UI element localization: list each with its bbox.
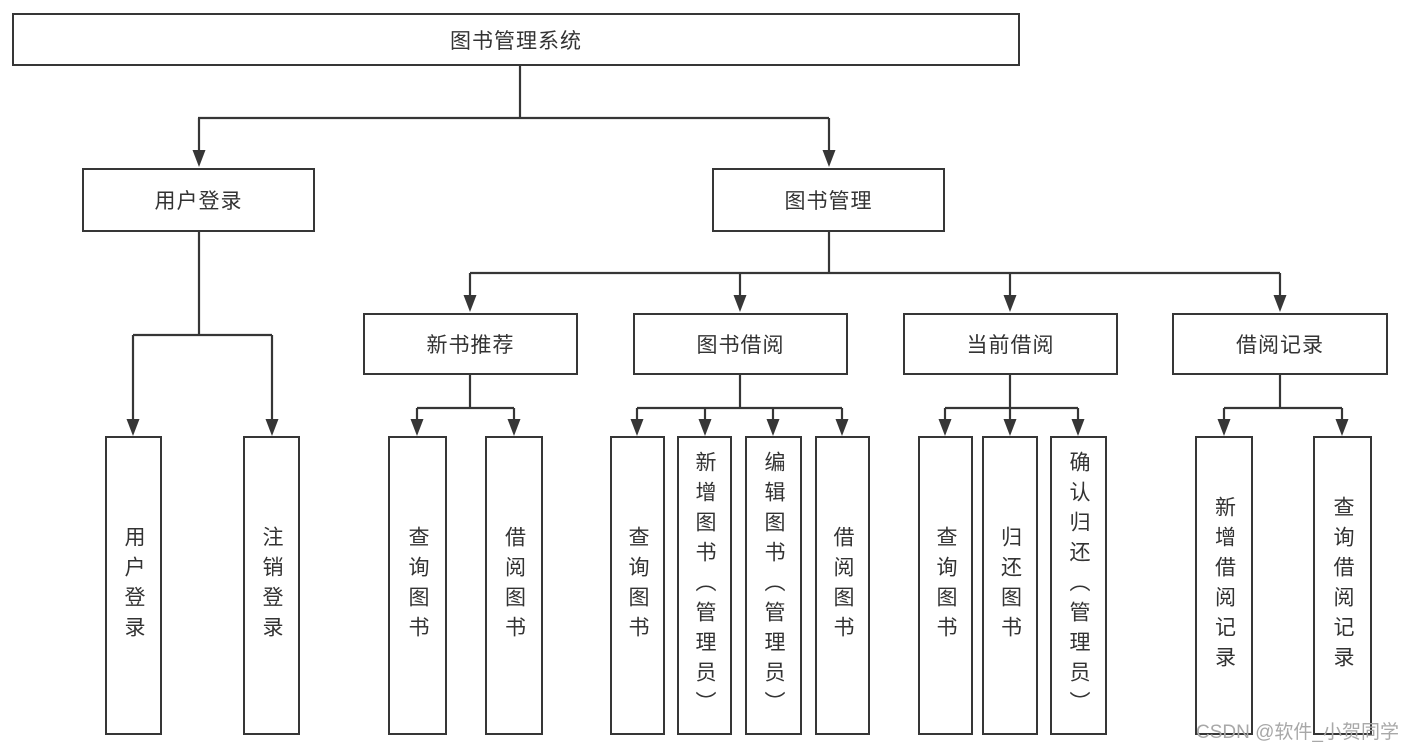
node-label: 归还图书 <box>998 525 1022 646</box>
node-leaf-confirm-return-admin: 确认归还（管理员） <box>1050 436 1107 735</box>
node-label: 当前借阅 <box>966 334 1055 357</box>
node-label: 图书借阅 <box>696 334 785 357</box>
node-label: 新书推荐 <box>426 334 515 357</box>
node-book-management: 图书管理 <box>712 168 945 232</box>
node-leaf-edit-book-admin: 编辑图书（管理员） <box>745 436 802 735</box>
node-new-book-recommend: 新书推荐 <box>363 313 578 375</box>
node-label: 注销登录 <box>260 525 283 646</box>
node-label: 借阅记录 <box>1236 334 1324 357</box>
node-leaf-return-book: 归还图书 <box>982 436 1038 735</box>
node-label: 查询图书 <box>406 525 429 646</box>
node-label: 查询借阅记录 <box>1331 495 1354 676</box>
node-borrow-records: 借阅记录 <box>1172 313 1388 375</box>
node-label: 查询图书 <box>626 525 649 646</box>
node-label: 编辑图书（管理员） <box>762 450 785 721</box>
csdn-watermark: CSDN @软件_小贺同学 <box>1196 722 1399 743</box>
node-label: 图书管理系统 <box>450 29 582 53</box>
node-leaf-query-borrow-record: 查询借阅记录 <box>1313 436 1372 735</box>
node-user-login: 用户登录 <box>82 168 315 232</box>
node-label: 用户登录 <box>122 525 145 646</box>
node-leaf-user-login: 用户登录 <box>105 436 162 735</box>
node-label: 图书管理 <box>784 190 873 213</box>
node-label: 查询图书 <box>934 525 957 646</box>
node-label: 确认归还（管理员） <box>1067 450 1090 721</box>
node-label: 借阅图书 <box>502 525 526 646</box>
node-leaf-query-book-recommend: 查询图书 <box>388 436 447 735</box>
node-label: 用户登录 <box>154 190 243 213</box>
node-root-system: 图书管理系统 <box>12 13 1020 66</box>
node-label: 新增借阅记录 <box>1212 495 1236 676</box>
node-book-borrow: 图书借阅 <box>633 313 848 375</box>
node-leaf-borrow-book-recommend: 借阅图书 <box>485 436 543 735</box>
node-leaf-query-book-current: 查询图书 <box>918 436 973 735</box>
node-leaf-logout: 注销登录 <box>243 436 300 735</box>
node-label: 新增图书（管理员） <box>693 450 716 721</box>
node-current-borrow: 当前借阅 <box>903 313 1118 375</box>
node-leaf-query-book-borrow: 查询图书 <box>610 436 665 735</box>
node-leaf-add-borrow-record: 新增借阅记录 <box>1195 436 1253 735</box>
node-leaf-add-book-admin: 新增图书（管理员） <box>677 436 732 735</box>
node-label: 借阅图书 <box>831 525 854 646</box>
node-leaf-borrow-book: 借阅图书 <box>815 436 870 735</box>
